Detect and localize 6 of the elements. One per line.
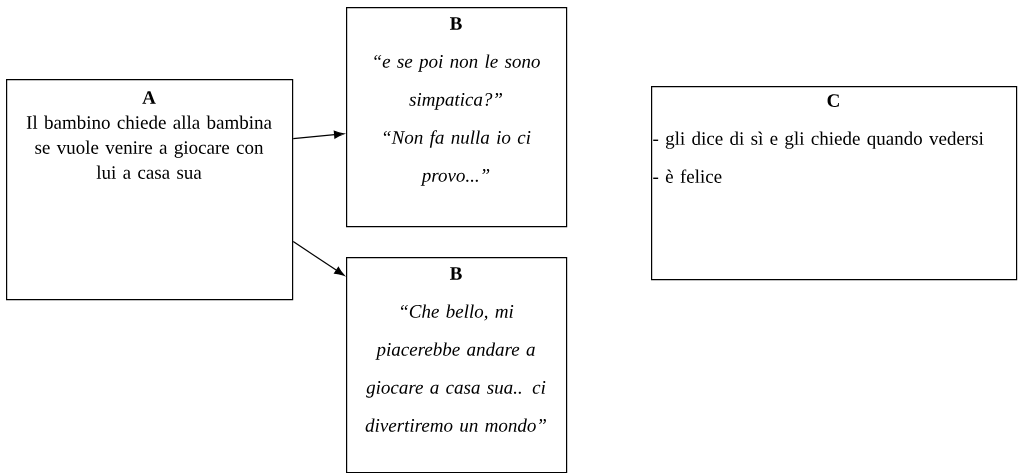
arrow xyxy=(292,241,345,276)
text-box: C - gli dice di sì e gli chiede quando vedersi - è felice xyxy=(651,86,1018,281)
text-box: A Il bambino chiede alla bambina se vuole venire a giocare con lui a casa sua xyxy=(6,79,294,301)
text-box: B “Che bello, mi piacerebbe andare a giocare a casa sua.. ci divertiremo un mondo” xyxy=(346,257,568,473)
arrow xyxy=(292,130,345,140)
text-box: B “e se poi non le sono simpatica?” “Non fa nulla io ci provo...” xyxy=(346,7,568,228)
